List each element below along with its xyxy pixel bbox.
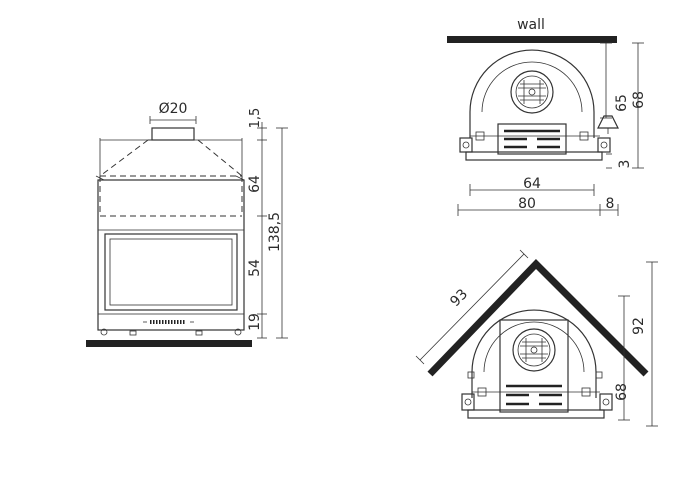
bracket-right [597, 137, 611, 153]
dim-total-label: 138,5 [267, 212, 283, 252]
corner-arch-outer [471, 309, 597, 373]
front-total-dimension: 138,5 [267, 127, 288, 339]
front-view: Ø20 [86, 101, 288, 347]
dim-offset-label: 3 [617, 160, 633, 169]
top-view-corner: 93 [415, 249, 658, 427]
foot-left [100, 328, 108, 336]
bracket-left [459, 137, 473, 153]
corner-fan-grille [512, 328, 556, 372]
corner-front-plate [499, 319, 569, 413]
arch-outer [469, 49, 595, 113]
dim-corner-height-label: 92 [631, 317, 647, 335]
dim-depth-label: 65 [614, 94, 630, 112]
dim-glass-label: 54 [247, 259, 263, 277]
front-plate [497, 123, 567, 155]
dim-corner-depth-label: 68 [614, 383, 630, 401]
dim-depth-total-label: 68 [631, 91, 647, 109]
dim-diagonal-label: 93 [447, 286, 471, 310]
foot-right [234, 328, 242, 336]
corner-base-plate [467, 409, 605, 419]
dim-base-label: 19 [247, 313, 263, 331]
fireplace-base [97, 313, 245, 331]
fan-grille [510, 70, 554, 114]
dim-width-inner-label: 64 [523, 176, 541, 192]
wall-label: wall [517, 17, 545, 33]
glass-door [104, 233, 238, 311]
dim-collar-label: 1,5 [248, 108, 263, 129]
flue-diameter-label: Ø20 [159, 101, 188, 117]
arch-inner [481, 61, 583, 113]
fireplace-body [97, 179, 245, 331]
dim-width-outer-label: 80 [518, 196, 536, 212]
hood-outline [95, 139, 245, 217]
base-plate [465, 151, 603, 161]
control-knob [597, 115, 619, 129]
front-dimension-chain: 1,5 64 54 19 [247, 108, 267, 339]
corner-walls [427, 259, 649, 377]
flue-collar [151, 127, 195, 141]
top-view-wall: wall [447, 17, 647, 216]
floor-line [86, 340, 252, 347]
dim-hood-label: 64 [247, 175, 263, 193]
wall-bar [447, 36, 617, 43]
dim-side-label: 8 [606, 196, 615, 212]
